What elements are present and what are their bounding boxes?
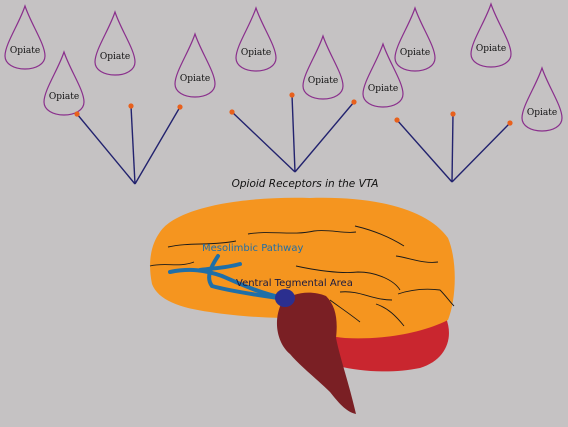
opiate-drop: Opiate [362, 42, 404, 108]
drop-label: Opiate [241, 48, 271, 58]
receptor-branch [134, 106, 181, 185]
receptor-branch [130, 105, 136, 185]
receptor [394, 111, 513, 183]
receptor-binding-site [128, 103, 134, 109]
receptor-binding-site [229, 109, 235, 115]
mesolimbic-pathway [168, 254, 286, 300]
receptor-binding-site [289, 92, 295, 98]
mesolimbic-pathway-label: Mesolimbic Pathway [202, 243, 303, 254]
opiate-drop: Opiate [94, 10, 136, 76]
opiate-drop: Opiate [394, 6, 436, 72]
opiate-drop: Opiate [4, 4, 46, 70]
receptor-branch [451, 113, 454, 183]
drop-outline [302, 34, 344, 100]
cortex-sulci [149, 225, 455, 327]
drop-outline [43, 50, 85, 116]
receptor [74, 103, 183, 185]
receptor-binding-site [394, 117, 400, 123]
receptor-branch [294, 101, 355, 173]
diagram-title: Opioid Receptors in the VTA [232, 178, 379, 190]
opioid-receptors [74, 92, 513, 185]
drop-label: Opiate [527, 108, 557, 118]
receptor-binding-site [450, 111, 456, 117]
opiate-drop: Opiate [302, 34, 344, 100]
drop-outline [4, 4, 46, 70]
drop-label: Opiate [308, 76, 338, 86]
drop-label: Opiate [476, 44, 506, 54]
drop-label: Opiate [368, 84, 398, 94]
receptor-branch [451, 122, 511, 183]
receptor-binding-site [351, 99, 357, 105]
drop-label: Opiate [400, 48, 430, 58]
ventral-tegmental-area [275, 289, 295, 307]
drop-outline [362, 42, 404, 108]
opiate-drops: OpiateOpiateOpiateOpiateOpiateOpiateOpia… [4, 2, 563, 132]
receptor-branch [396, 119, 453, 183]
drop-label: Opiate [10, 46, 40, 56]
drop-label: Opiate [180, 74, 210, 84]
drop-outline [174, 32, 216, 98]
receptor-binding-site [74, 111, 80, 117]
brainstem [276, 292, 356, 414]
drop-outline [521, 66, 563, 132]
receptor-branch [291, 94, 296, 173]
receptor-binding-site [177, 104, 183, 110]
drop-outline [470, 2, 512, 68]
receptor-branch [76, 113, 136, 185]
opiate-drop: Opiate [235, 6, 277, 72]
brain [149, 197, 455, 414]
opiate-drop: Opiate [521, 66, 563, 132]
opiate-drop: Opiate [470, 2, 512, 68]
drop-label: Opiate [100, 52, 130, 62]
receptor-binding-site [507, 120, 513, 126]
receptor [229, 92, 357, 173]
receptor-branch [231, 111, 296, 173]
vta-label: Ventral Tegmental Area [236, 278, 353, 289]
drop-label: Opiate [49, 92, 79, 102]
drop-outline [94, 10, 136, 76]
drop-outline [235, 6, 277, 72]
drop-outline [394, 6, 436, 72]
opiate-drop: Opiate [43, 50, 85, 116]
opiate-drop: Opiate [174, 32, 216, 98]
